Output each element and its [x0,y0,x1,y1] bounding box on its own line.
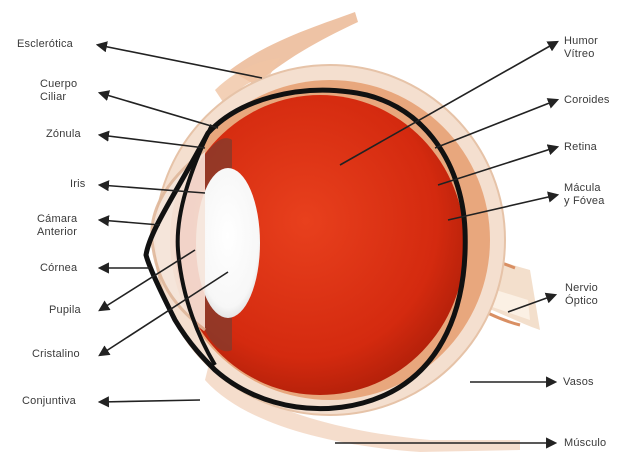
label-vasos: Vasos [563,376,594,389]
label-cornea: Córnea [40,262,77,275]
crystalline-lens [196,168,260,318]
label-conjuntiva: Conjuntiva [22,395,76,408]
label-musculo: Músculo [564,437,606,450]
label-coroides: Coroides [564,94,610,107]
label-camara-anterior: Cámara Anterior [37,213,77,239]
label-cuerpo-ciliar: Cuerpo Ciliar [40,78,77,104]
label-cristalino: Cristalino [32,348,80,361]
label-zonula: Zónula [46,128,81,141]
label-humor-vitreo: Humor Vítreo [564,35,598,61]
label-pupila: Pupila [49,304,81,317]
label-nervio-optico: Nervio Óptico [565,282,598,308]
label-macula-fovea: Mácula y Fóvea [564,182,605,208]
label-iris: Iris [70,178,85,191]
label-esclerotica: Esclerótica [17,38,73,51]
label-retina: Retina [564,141,597,154]
